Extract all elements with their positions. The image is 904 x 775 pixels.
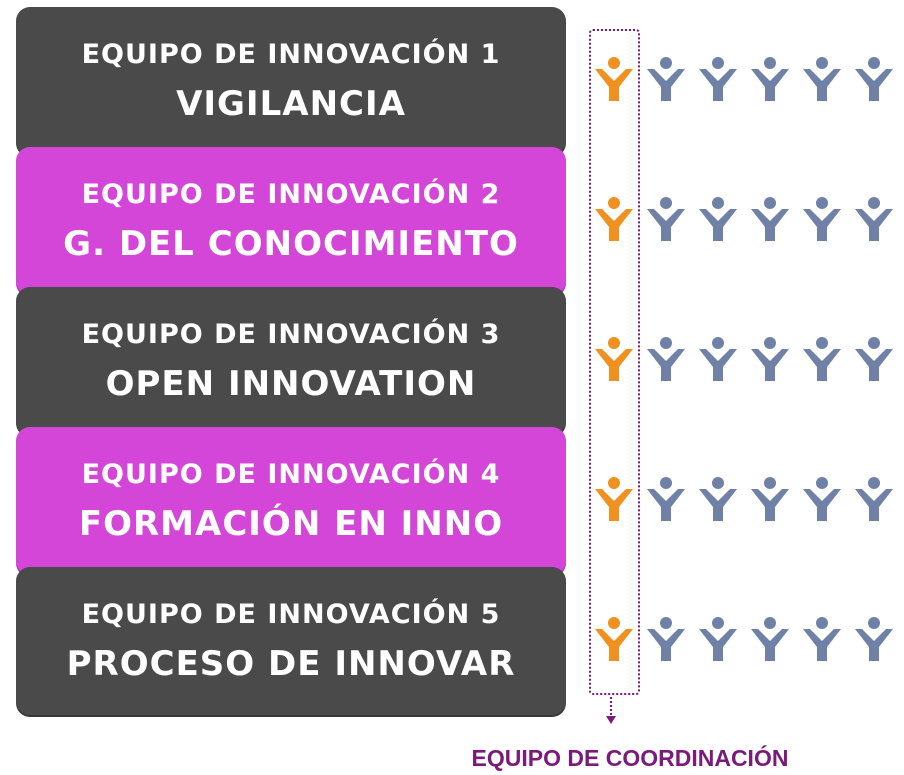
coordinator-person-icon [592,195,636,245]
team-number-label: EQUIPO DE INNOVACIÓN 2 [81,179,501,210]
team-name: FORMACIÓN EN INNO [78,504,504,544]
member-person-icon [748,615,792,665]
person-icon-blue [647,337,685,381]
person-icon-blue [699,197,737,241]
team-number-label: EQUIPO DE INNOVACIÓN 4 [81,459,501,490]
person-icon-blue [699,477,737,521]
team-number-label: EQUIPO DE INNOVACIÓN 1 [81,39,501,70]
team-card-2: EQUIPO DE INNOVACIÓN 2 G. DEL CONOCIMIEN… [16,147,566,297]
team-members-row-1 [592,55,904,105]
team-card-3: EQUIPO DE INNOVACIÓN 3 OPEN INNOVATION [16,287,566,437]
member-person-icon [800,195,844,245]
team-number-label: EQUIPO DE INNOVACIÓN 3 [81,319,501,350]
person-icon-blue [803,337,841,381]
person-icon-blue [647,197,685,241]
person-icon-blue [699,337,737,381]
member-person-icon [852,335,896,385]
member-person-icon [696,55,740,105]
coordination-team-label: EQUIPO DE COORDINACIÓN [471,745,789,771]
member-person-icon [800,335,844,385]
person-icon-blue [751,337,789,381]
member-person-icon [852,615,896,665]
person-icon-blue [699,617,737,661]
team-card-1: EQUIPO DE INNOVACIÓN 1 VIGILANCIA [16,7,566,157]
coordinator-person-icon [592,335,636,385]
member-person-icon [852,195,896,245]
person-icon-blue [647,617,685,661]
member-person-icon [696,195,740,245]
coordinator-person-icon [592,615,636,665]
person-icon-blue [647,477,685,521]
member-person-icon [644,55,688,105]
member-person-icon [748,475,792,525]
person-icon-blue [855,337,893,381]
member-person-icon [800,615,844,665]
person-icon-blue [751,477,789,521]
person-icon-blue [751,57,789,101]
person-icon-blue [803,197,841,241]
member-person-icon [748,335,792,385]
person-icon-orange [595,477,633,521]
member-person-icon [644,335,688,385]
member-person-icon [800,475,844,525]
team-members-row-2 [592,195,904,245]
person-icon-blue [751,617,789,661]
member-person-icon [748,195,792,245]
person-icon-blue [803,617,841,661]
member-person-icon [852,475,896,525]
person-icon-blue [803,477,841,521]
person-icon-blue [647,57,685,101]
team-members-row-5 [592,615,904,665]
coordination-highlight-box [589,29,640,695]
coordinator-person-icon [592,475,636,525]
person-icon-orange [595,617,633,661]
person-icon-blue [855,477,893,521]
member-person-icon [696,335,740,385]
member-person-icon [696,615,740,665]
person-icon-blue [751,197,789,241]
person-icon-blue [855,197,893,241]
team-name: PROCESO DE INNOVAR [66,644,516,684]
team-members-row-4 [592,475,904,525]
person-icon-blue [699,57,737,101]
person-icon-orange [595,57,633,101]
person-icon-blue [803,57,841,101]
person-icon-blue [855,617,893,661]
member-person-icon [748,55,792,105]
member-person-icon [644,615,688,665]
coordinator-person-icon [592,55,636,105]
team-members-row-3 [592,335,904,385]
team-name: OPEN INNOVATION [105,364,477,404]
team-number-label: EQUIPO DE INNOVACIÓN 5 [81,599,501,630]
team-card-4: EQUIPO DE INNOVACIÓN 4 FORMACIÓN EN INNO [16,427,566,577]
member-person-icon [852,55,896,105]
member-person-icon [800,55,844,105]
team-name: G. DEL CONOCIMIENTO [63,224,519,264]
person-icon-orange [595,337,633,381]
member-person-icon [644,475,688,525]
team-name: VIGILANCIA [176,84,406,124]
team-card-5: EQUIPO DE INNOVACIÓN 5 PROCESO DE INNOVA… [16,567,566,717]
down-arrow-icon [606,697,616,724]
member-person-icon [696,475,740,525]
person-icon-orange [595,197,633,241]
person-icon-blue [855,57,893,101]
member-person-icon [644,195,688,245]
